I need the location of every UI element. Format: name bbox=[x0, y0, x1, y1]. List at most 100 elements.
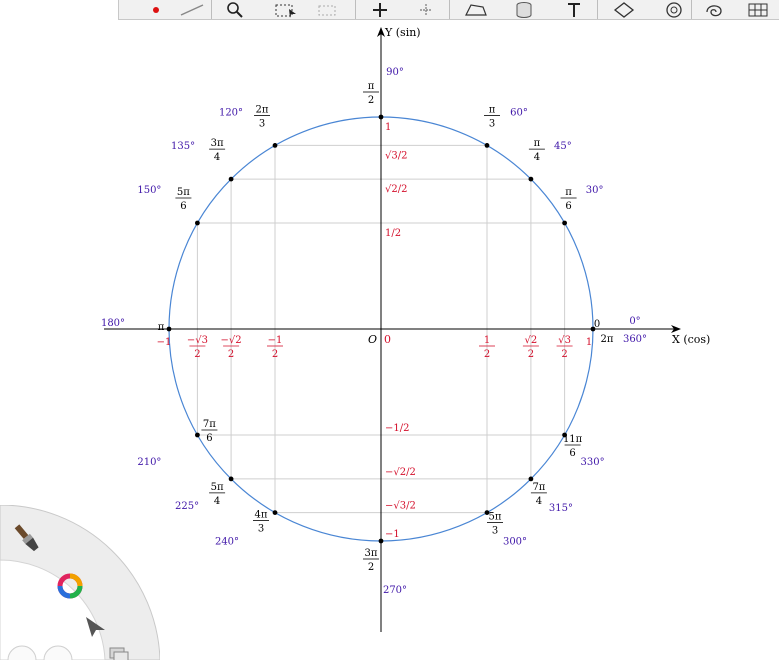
x-axis-label: X (cos) bbox=[672, 333, 710, 346]
text-tool[interactable] bbox=[557, 0, 591, 19]
angle-point bbox=[228, 476, 234, 482]
line-tool[interactable] bbox=[175, 0, 209, 19]
radian-label-numerator: 3π bbox=[365, 548, 378, 559]
radian-label-denominator: 4 bbox=[214, 496, 220, 507]
cos-value-label-numerator: √3 bbox=[558, 335, 571, 346]
grid-tool[interactable] bbox=[741, 0, 775, 19]
cos-value-label-denominator: 2 bbox=[484, 349, 490, 360]
cos-value-label-denominator: 2 bbox=[194, 349, 200, 360]
radian-label-numerator: 5π bbox=[177, 187, 190, 198]
circle-target-tool[interactable] bbox=[657, 0, 691, 19]
sin-value-label: −√2/2 bbox=[385, 467, 416, 478]
radian-label: 2π3 bbox=[254, 104, 270, 129]
axes: Y (sin) X (cos) O 0 bbox=[104, 26, 710, 632]
radian-label-denominator: 4 bbox=[214, 152, 220, 163]
radian-label-numerator: 7π bbox=[532, 482, 545, 493]
degree-label: 0° bbox=[629, 316, 640, 327]
cos-value-label-denominator: 2 bbox=[561, 349, 567, 360]
degree-label: 240° bbox=[215, 537, 239, 548]
toolbar-separator bbox=[449, 0, 450, 19]
degree-label: 330° bbox=[581, 457, 605, 468]
radian-label: 5π4 bbox=[209, 482, 226, 507]
select-dashed-tool[interactable] bbox=[311, 0, 345, 19]
radian-label-denominator: 4 bbox=[536, 496, 542, 507]
sin-value-label: −1 bbox=[385, 529, 400, 540]
spiral-tool[interactable] bbox=[697, 0, 731, 19]
sin-value-label: 1 bbox=[385, 122, 391, 133]
layers-icon[interactable] bbox=[109, 647, 129, 660]
toolbar-separator bbox=[211, 0, 212, 19]
toolbar-separator bbox=[355, 0, 356, 19]
degree-label: 210° bbox=[137, 457, 161, 468]
degree-label: 120° bbox=[219, 107, 243, 118]
radian-label: π2 bbox=[363, 81, 379, 106]
radian-label-alt: 2π bbox=[601, 334, 614, 345]
angle-point bbox=[484, 143, 490, 148]
y-axis-label: Y (sin) bbox=[384, 26, 421, 39]
zoom-tool[interactable] bbox=[219, 0, 253, 19]
degree-label: 270° bbox=[383, 585, 407, 596]
reflect-tool[interactable] bbox=[607, 0, 641, 19]
radian-label-denominator: 3 bbox=[259, 118, 265, 129]
radian-label-numerator: 4π bbox=[255, 510, 268, 521]
cos-value-label-numerator: −√3 bbox=[187, 335, 208, 346]
color-wheel-icon[interactable] bbox=[57, 573, 83, 599]
radian-label-numerator: 7π bbox=[203, 419, 216, 430]
angle-point bbox=[562, 432, 567, 438]
radian-label: 0 bbox=[594, 319, 600, 330]
toolbar-separator bbox=[597, 0, 598, 19]
radian-label-denominator: 3 bbox=[492, 526, 498, 537]
polygon-tool[interactable] bbox=[459, 0, 493, 19]
toolbar-separator bbox=[691, 0, 692, 19]
wheel-button-a[interactable] bbox=[7, 645, 37, 660]
radian-label-numerator: 2π bbox=[256, 104, 269, 115]
angle-point bbox=[228, 176, 234, 182]
radian-label-numerator: π bbox=[534, 138, 541, 149]
cos-value-label: −1 bbox=[157, 337, 172, 348]
cos-value-label-denominator: 2 bbox=[528, 349, 534, 360]
angle-point bbox=[528, 476, 534, 482]
select-rect-tool[interactable] bbox=[269, 0, 303, 19]
degree-label: 315° bbox=[549, 503, 573, 514]
toolbar bbox=[118, 0, 779, 20]
point-tool[interactable] bbox=[139, 0, 173, 19]
angle-point bbox=[195, 432, 200, 438]
cylinder-tool[interactable] bbox=[507, 0, 541, 19]
cos-value-label-numerator: −√2 bbox=[221, 335, 242, 346]
cos-value-label: −√22 bbox=[221, 335, 242, 360]
sin-value-label: √2/2 bbox=[385, 184, 407, 195]
pointer-icon[interactable] bbox=[86, 617, 105, 637]
radian-label: 7π4 bbox=[530, 482, 547, 507]
move-tool[interactable] bbox=[363, 0, 397, 19]
radian-label-denominator: 3 bbox=[489, 118, 495, 129]
radian-label: 4π3 bbox=[253, 510, 269, 535]
degree-label: 60° bbox=[510, 107, 528, 118]
wheel-button-b[interactable] bbox=[43, 645, 73, 660]
radian-label-numerator: π bbox=[489, 104, 496, 115]
radian-label: 3π2 bbox=[363, 548, 379, 573]
radian-label-denominator: 6 bbox=[180, 201, 186, 212]
move-graphic-tool[interactable] bbox=[409, 0, 443, 19]
radian-label: 5π6 bbox=[175, 187, 192, 212]
cos-value-label: √32 bbox=[556, 335, 573, 360]
radian-label: π bbox=[158, 322, 165, 333]
degree-label: 90° bbox=[386, 67, 404, 78]
angle-point bbox=[195, 220, 200, 226]
degree-label: 150° bbox=[137, 185, 161, 196]
brush-icon[interactable] bbox=[13, 523, 40, 552]
radian-label-denominator: 6 bbox=[565, 201, 571, 212]
radian-label-denominator: 2 bbox=[368, 95, 374, 106]
radian-label-numerator: 5π bbox=[211, 482, 224, 493]
angle-point bbox=[590, 326, 596, 332]
degree-label: 300° bbox=[503, 537, 527, 548]
cos-value-label-denominator: 2 bbox=[272, 349, 278, 360]
cos-value-label-numerator: √2 bbox=[525, 335, 538, 346]
sin-value-label: −√3/2 bbox=[385, 501, 416, 512]
angle-point bbox=[378, 114, 384, 120]
radian-label-denominator: 2 bbox=[368, 562, 374, 573]
sin-value-label: 1/2 bbox=[385, 228, 401, 239]
sin-value-label: −1/2 bbox=[385, 423, 409, 434]
degree-label: 180° bbox=[101, 318, 125, 329]
